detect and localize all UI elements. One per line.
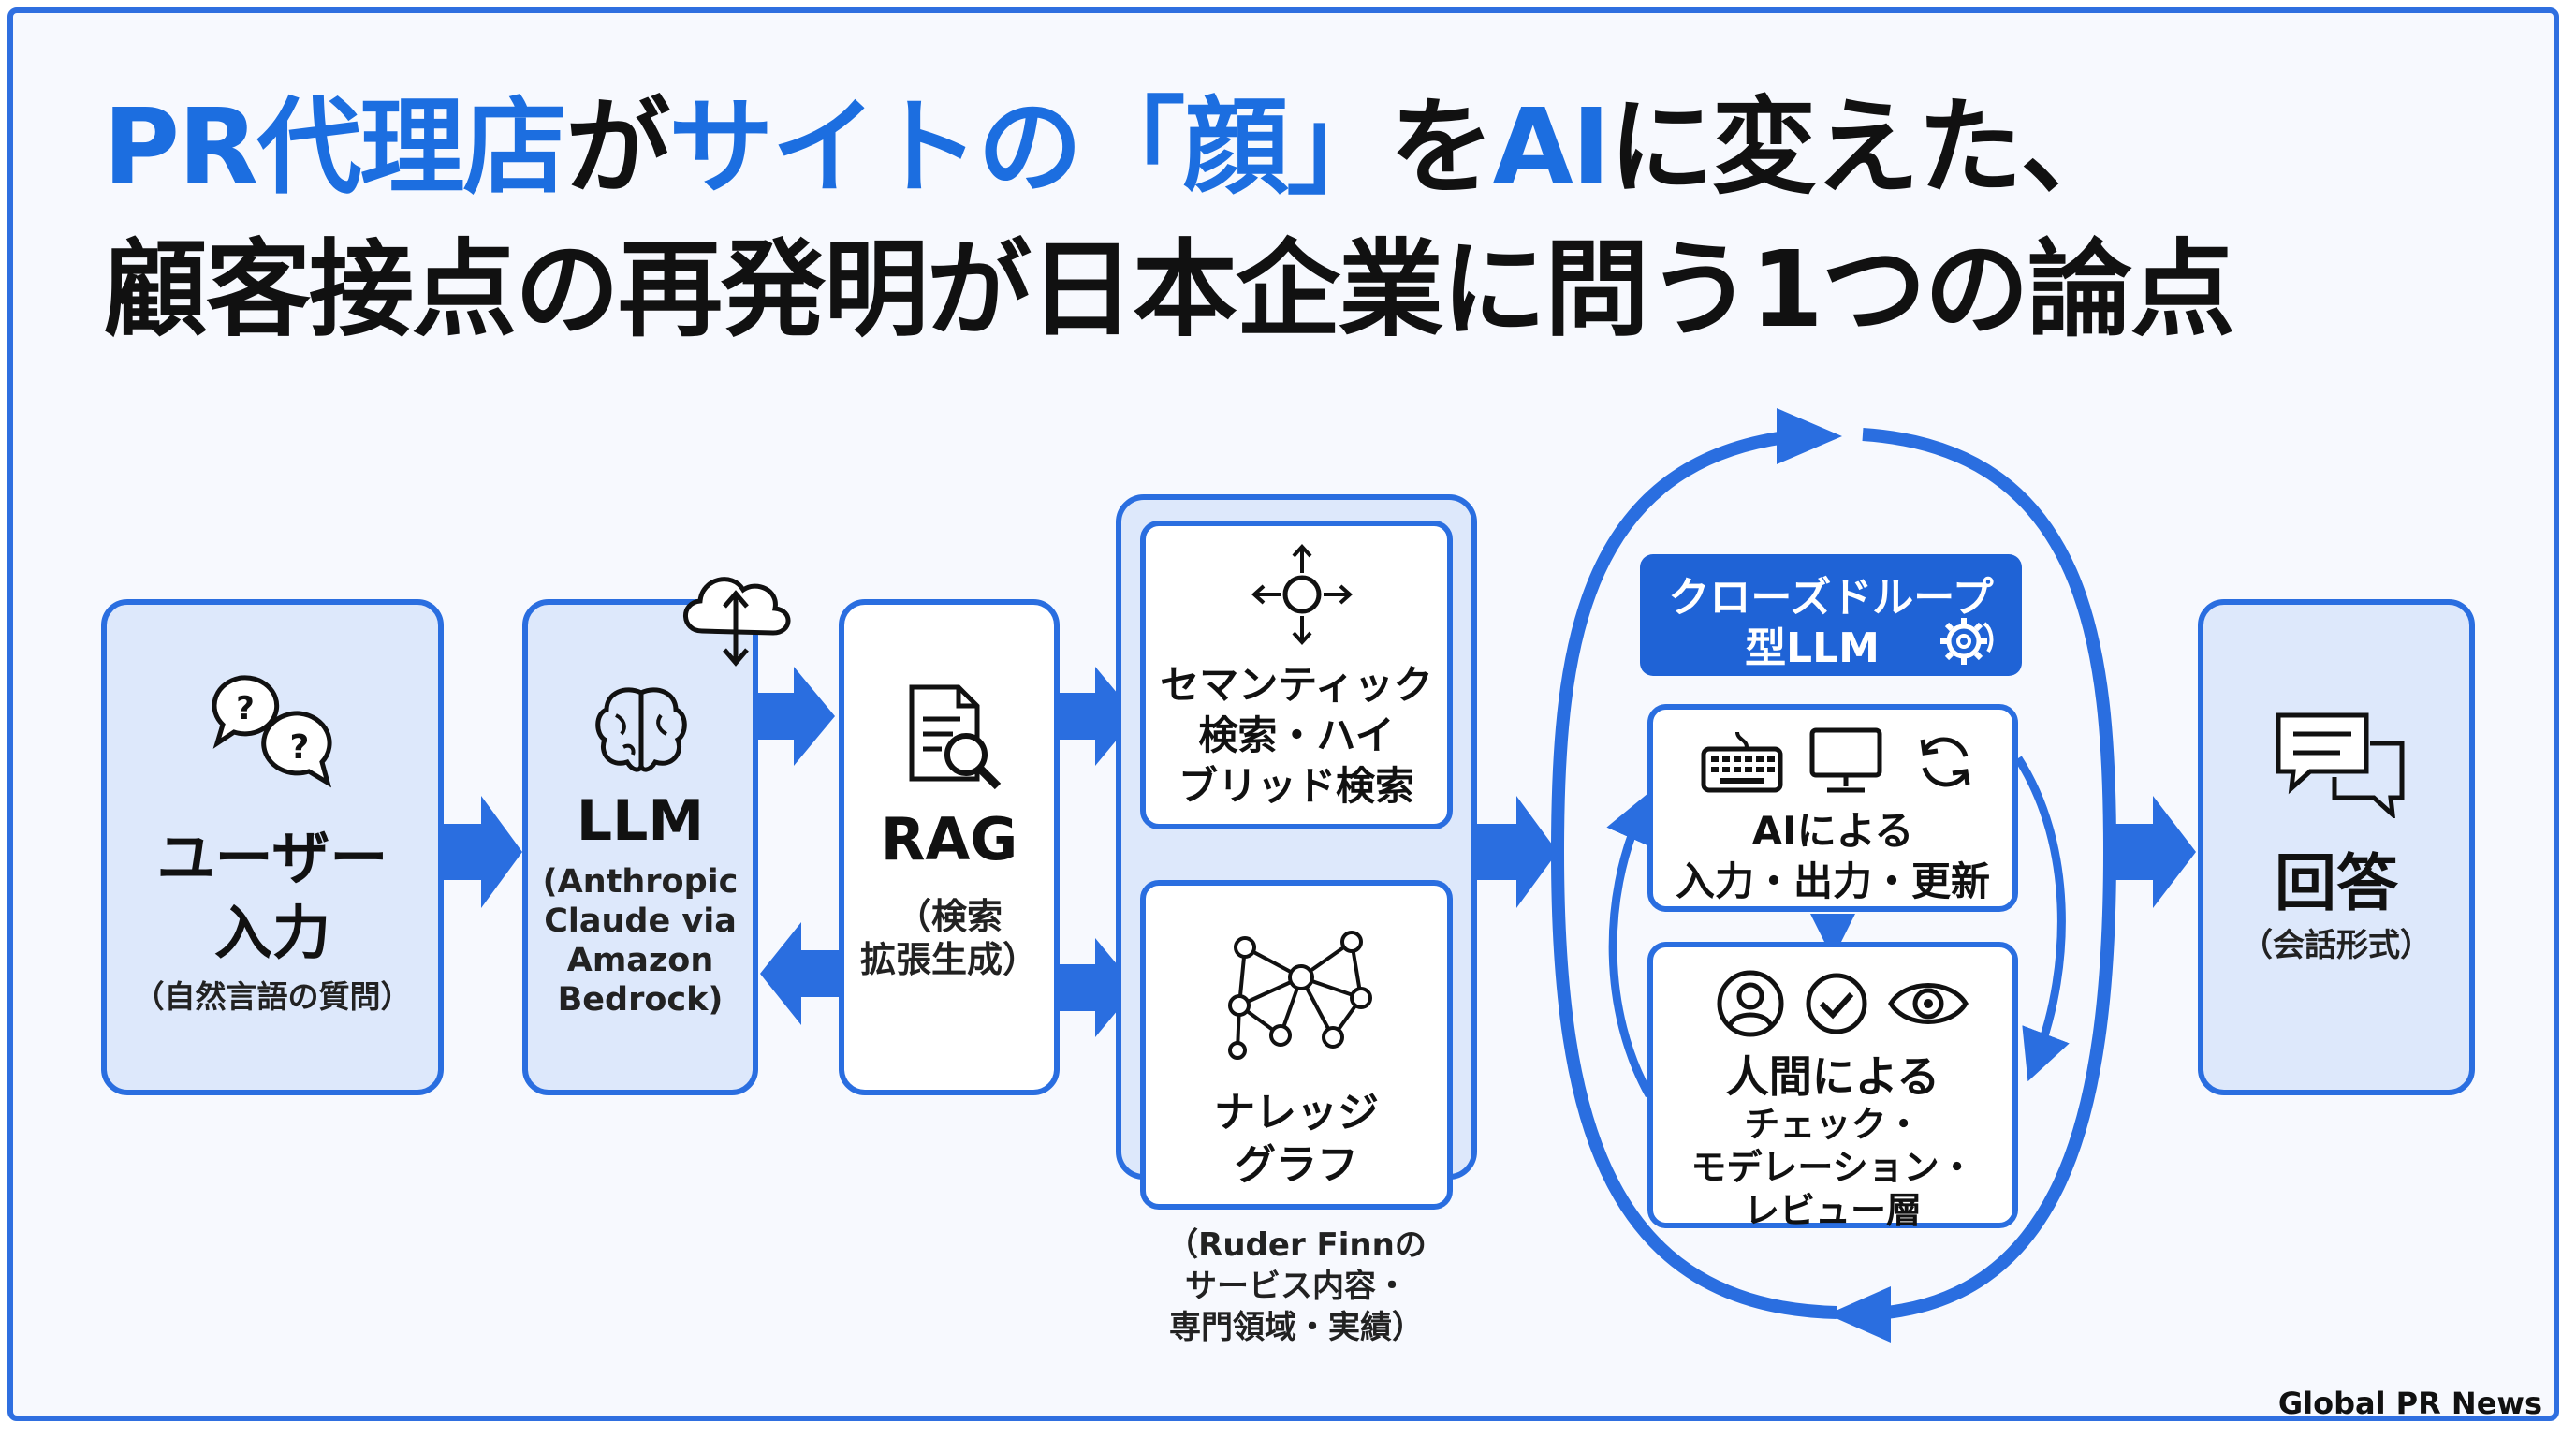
arrow-rag-to-llm — [760, 922, 839, 1025]
node-user-label-2: 入力 — [213, 899, 330, 967]
node-llm-sub-4: Bedrock) — [557, 981, 724, 1019]
node-semantic-label-2: 検索・ハイ — [1198, 712, 1395, 758]
title-line2: 顧客接点の再発明が日本企業に問う1つの論点 — [103, 229, 2235, 351]
check-circle-icon — [1806, 973, 1867, 1034]
loop-arrowhead-top — [1777, 408, 1842, 464]
arrow-llm-to-rag — [756, 667, 835, 766]
node-human-review: 人間による チェック・ モデレーション・ レビュー層 — [1647, 942, 2018, 1231]
knowledge-note: （Ruder Finnの サービス内容・ 専門領域・実績） — [1116, 1225, 1477, 1348]
node-llm-sub-3: Amazon — [566, 942, 714, 979]
node-answer-sub: （会話形式） — [2241, 927, 2432, 964]
node-llm: LLM (Anthropic Claude via Amazon Bedrock… — [522, 599, 758, 1095]
question-bubbles-icon: ? ? — [212, 675, 332, 788]
refresh-icon — [1920, 737, 1970, 787]
arrow-closed-loop-to-answer — [2104, 796, 2196, 908]
node-answer: 回答 （会話形式） — [2198, 599, 2475, 1095]
arrow-rag-to-knowledge — [1056, 938, 1136, 1037]
node-llm-label: LLM — [576, 788, 705, 854]
node-human-label-2: チェック・ — [1744, 1104, 1922, 1145]
title-seg-ga: が — [565, 87, 670, 209]
network-graph-icon — [1228, 931, 1372, 1060]
node-llm-sub-1: (Anthropic — [542, 863, 739, 901]
title-seg-site-face: サイトの「顔」 — [668, 87, 1391, 209]
brain-icon — [595, 687, 687, 772]
node-rag-label: RAG — [880, 805, 1018, 873]
node-user-sub: （自然言語の質問） — [133, 978, 412, 1015]
svg-text:?: ? — [290, 728, 310, 767]
search-expand-icon — [1251, 544, 1353, 645]
closed-loop-outer-ring-right — [1862, 428, 2117, 1321]
page-title: PR代理店がサイトの「顔」をAIに変えた、 顧客接点の再発明が日本企業に問う1つ… — [103, 77, 2235, 361]
node-llm-sub-2: Claude via — [544, 902, 737, 940]
closed-loop-outer-ring — [1550, 428, 1837, 1319]
title-seg-ai: AI — [1492, 87, 1610, 209]
node-human-label-4: レビュー層 — [1743, 1190, 1922, 1231]
arrow-kb-to-closed-loop — [1477, 796, 1558, 908]
knowledge-note-1: （Ruder Finnの — [1166, 1226, 1427, 1264]
node-semantic-label-1: セマンティック — [1160, 662, 1433, 708]
closed-loop-title-1: クローズドループ — [1668, 574, 1994, 622]
node-answer-label: 回答 — [2275, 847, 2398, 919]
cloud-sync-icon — [683, 577, 791, 667]
title-seg-pr-agency: PR代理店 — [103, 87, 567, 209]
node-knowledge-label-2: グラフ — [1235, 1141, 1358, 1189]
knowledge-note-2: サービス内容・ — [1185, 1268, 1408, 1305]
node-ai-io-label-1: AIによる — [1751, 808, 1914, 854]
arrow-rag-to-semantic — [1056, 667, 1136, 766]
node-user-label-1: ユーザー — [156, 824, 388, 892]
node-rag-sub-1: （検索 — [895, 896, 1003, 937]
title-seg-wo: を — [1389, 87, 1494, 209]
inner-loop-right-arc — [2014, 756, 2070, 1082]
node-knowledge-label-1: ナレッジ — [1214, 1089, 1379, 1137]
document-search-icon — [909, 684, 1002, 790]
node-human-label-3: モデレーション・ — [1690, 1147, 1975, 1188]
title-seg-changed: に変えた、 — [1608, 87, 2126, 209]
node-rag-sub-2: 拡張生成） — [859, 939, 1038, 980]
gear-refresh-icon — [1940, 618, 1994, 665]
node-rag: RAG （検索 拡張生成） — [839, 599, 1060, 1095]
chat-bubbles-icon — [2276, 712, 2405, 818]
eye-icon — [1888, 983, 1969, 1024]
footer-brand: Global PR News — [2277, 1386, 2542, 1421]
node-user-input: ? ? ユーザー 入力 （自然言語の質問） — [101, 599, 444, 1095]
monitor-icon — [1809, 727, 1882, 793]
node-ai-io-label-2: 入力・出力・更新 — [1675, 858, 1990, 904]
svg-text:?: ? — [236, 690, 255, 727]
node-semantic-label-3: ブリッド検索 — [1178, 763, 1414, 809]
keyboard-icon — [1701, 731, 1783, 793]
closed-loop-title-2: 型LLM — [1745, 624, 1880, 672]
arrow-user-to-llm — [444, 796, 522, 908]
knowledge-note-3: 専門領域・実績） — [1169, 1309, 1424, 1346]
loop-arrowhead-bottom — [1827, 1286, 1891, 1343]
inner-loop-left-arc — [1606, 791, 1653, 1098]
node-semantic-search: セマンティック 検索・ハイ ブリッド検索 — [1140, 521, 1453, 829]
user-icon — [1717, 970, 1784, 1037]
node-knowledge-graph: ナレッジ グラフ — [1140, 880, 1453, 1210]
closed-loop-llm-header: クローズドループ 型LLM — [1640, 554, 2022, 676]
node-ai-io: AIによる 入力・出力・更新 — [1647, 704, 2018, 912]
node-human-label-1: 人間による — [1725, 1051, 1940, 1102]
